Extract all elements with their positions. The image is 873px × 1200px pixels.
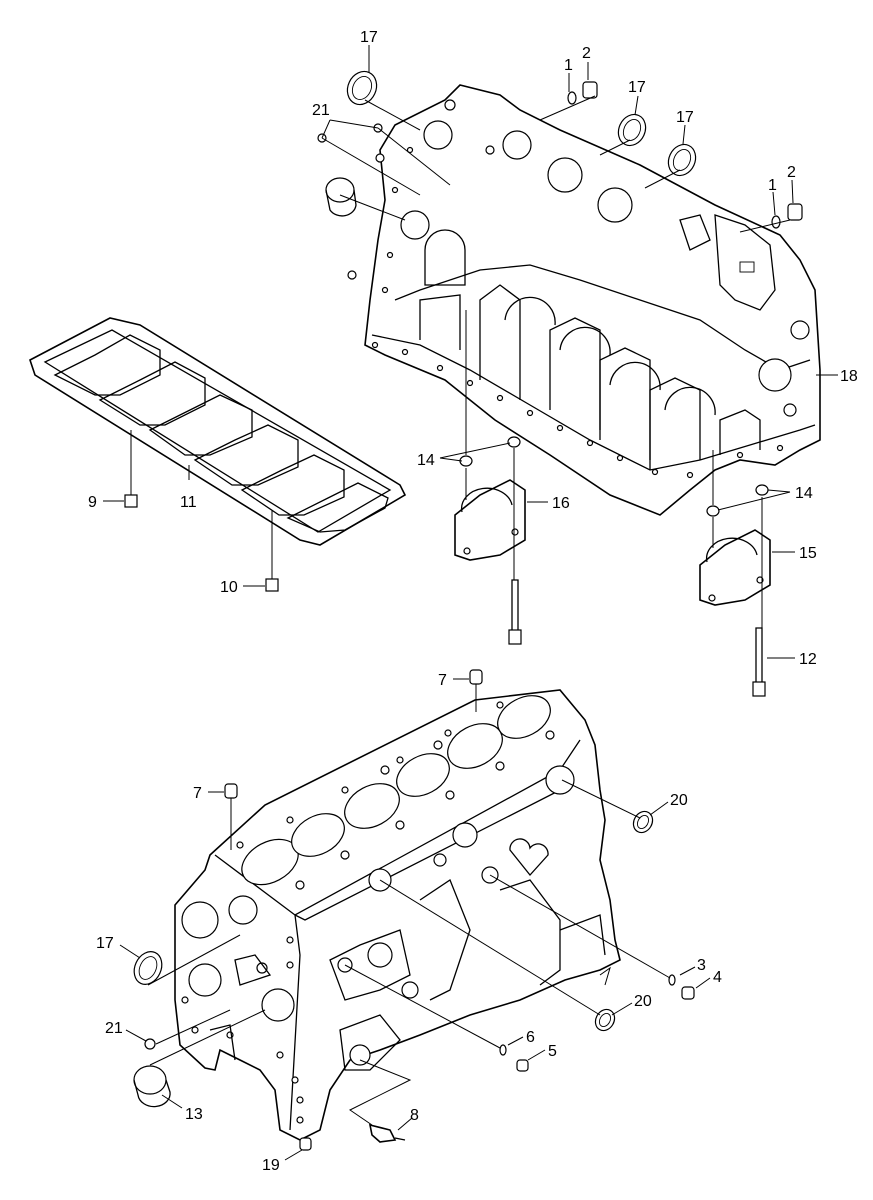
o-ring-1a (567, 91, 577, 105)
callout-2: 2 (582, 45, 591, 62)
callout-6: 6 (526, 1029, 535, 1046)
dowel-21 (317, 123, 385, 280)
callout-8: 8 (410, 1107, 419, 1124)
bearing-cap-15 (699, 529, 771, 606)
callout-3: 3 (697, 957, 706, 974)
plug-19 (299, 1137, 312, 1151)
upper-cylinder-block (364, 84, 821, 516)
callout-20: 20 (670, 792, 688, 809)
callout-9: 9 (88, 494, 97, 511)
callout-7: 7 (193, 785, 202, 802)
callout-10: 10 (220, 579, 238, 596)
seal-ring-20a (632, 810, 654, 834)
seal-ring-17b (617, 113, 647, 147)
plug-7a (469, 669, 483, 685)
callout-12: 12 (799, 651, 817, 668)
plug-2b (787, 203, 803, 221)
callout-7: 7 (438, 672, 447, 689)
plug-4 (681, 986, 695, 1000)
callout-17: 17 (96, 935, 114, 952)
callout-16: 16 (552, 495, 570, 512)
bolt-12 (752, 627, 766, 697)
bushing-13 (133, 1065, 171, 1108)
callout-18: 18 (840, 368, 858, 385)
assembly-guide-lines-upper (321, 95, 791, 628)
sensor-8 (368, 1123, 406, 1143)
dowel-21b (144, 1038, 156, 1050)
seal-ring-20b (594, 1008, 616, 1032)
lower-cylinder-block (174, 689, 621, 1141)
callout-2: 2 (787, 164, 796, 181)
bearing-cap-16 (454, 479, 526, 561)
callout-1: 1 (768, 177, 777, 194)
callout-labels: 17 1 2 21 17 17 1 2 18 14 16 14 15 12 9 … (88, 29, 858, 1174)
callout-14: 14 (417, 452, 435, 469)
callout-17: 17 (360, 29, 378, 46)
assembly-guide-lines-lower (147, 684, 671, 1126)
callout-4: 4 (713, 969, 722, 986)
callout-17: 17 (628, 79, 646, 96)
bolt-main-bearing (508, 579, 522, 645)
seal-ring-17d (133, 951, 163, 985)
bolt-10 (265, 510, 279, 592)
callout-5: 5 (548, 1043, 557, 1060)
o-ring-1b (771, 215, 781, 229)
dowel-14 (459, 436, 769, 517)
plug-2a (582, 81, 598, 99)
callout-19: 19 (262, 1157, 280, 1174)
callout-21: 21 (105, 1020, 123, 1037)
callout-21: 21 (312, 102, 330, 119)
seal-ring-17c (667, 143, 697, 177)
callout-14: 14 (795, 485, 813, 502)
callout-17: 17 (676, 109, 694, 126)
callout-15: 15 (799, 545, 817, 562)
plug-7b (224, 783, 238, 799)
callout-1: 1 (564, 57, 573, 74)
pin-6 (499, 1044, 507, 1056)
callout-20: 20 (634, 993, 652, 1010)
callout-13: 13 (185, 1106, 203, 1123)
callout-leaders (103, 45, 838, 1161)
bushing-ring (325, 177, 357, 217)
bolt-9 (124, 430, 138, 508)
callout-11: 11 (180, 494, 197, 511)
oil-pan-gasket-11 (29, 317, 407, 546)
pin-3 (668, 974, 676, 986)
plug-5 (516, 1059, 529, 1072)
seal-ring-17a (346, 70, 378, 106)
